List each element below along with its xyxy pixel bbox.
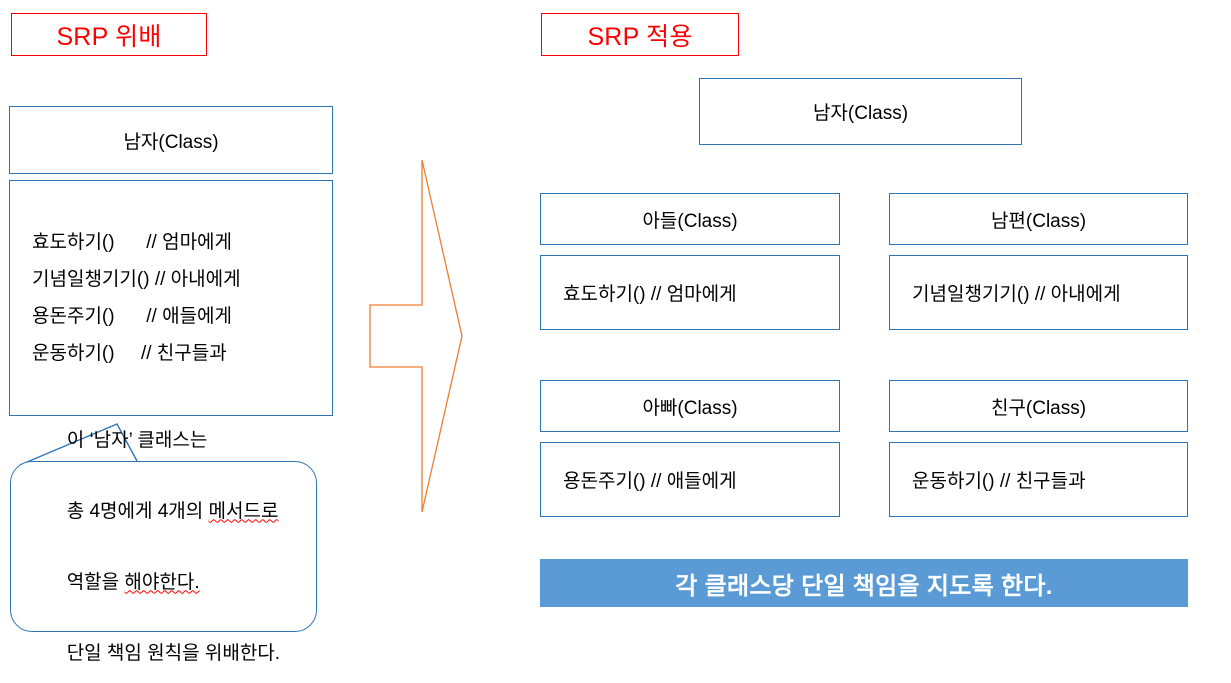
method-row: 기념일챙기기() // 아내에게: [32, 269, 241, 290]
transform-arrow-icon: [369, 159, 463, 513]
class-title-husband: 남편(Class): [889, 193, 1188, 245]
callout-bubble: 이 ‘남자’ 클래스는 총 4명에게 4개의 메서드로 역할을 해야한다. 단일…: [10, 431, 317, 663]
callout-line: 이 ‘남자’ 클래스는: [35, 412, 316, 469]
class-method-dad: 용돈주기() // 애들에게: [540, 442, 840, 517]
method-row: 용돈주기() // 애들에게: [32, 306, 233, 327]
callout-line: 단일 책임 원칙을 위배한다.: [35, 625, 316, 682]
method-row: 효도하기() // 엄마에게: [32, 232, 233, 253]
callout-misspelled: 해야한다.: [124, 571, 200, 593]
method-row: 운동하기() // 친구들과: [32, 343, 227, 364]
callout-text: 역할을: [66, 571, 125, 593]
right-root-class-box-man: 남자(Class): [699, 78, 1022, 145]
srp-summary-banner: 각 클래스당 단일 책임을 지도록 한다.: [540, 559, 1188, 607]
callout-text: 단일 책임 원칙을 위배한다.: [66, 642, 281, 664]
class-title-friend: 친구(Class): [889, 380, 1188, 432]
class-title-son: 아들(Class): [540, 193, 840, 245]
srp-violation-header: SRP 위배: [11, 13, 207, 56]
srp-applied-header: SRP 적용: [541, 13, 739, 56]
left-class-box-man: 남자(Class): [9, 106, 333, 174]
left-method-list: 효도하기() // 엄마에게 기념일챙기기() // 아내에게 용돈주기() /…: [9, 180, 333, 416]
callout-line: 총 4명에게 4개의 메서드로: [35, 483, 316, 540]
class-method-son: 효도하기() // 엄마에게: [540, 255, 840, 330]
callout-text: 총 4명에게 4개의: [66, 500, 209, 522]
class-title-dad: 아빠(Class): [540, 380, 840, 432]
callout-text: 이 ‘남자’ 클래스는: [66, 429, 208, 451]
class-method-husband: 기념일챙기기() // 아내에게: [889, 255, 1188, 330]
class-method-friend: 운동하기() // 친구들과: [889, 442, 1188, 517]
callout-line: 역할을 해야한다.: [35, 554, 316, 611]
callout-misspelled: 메서드로: [208, 500, 279, 522]
